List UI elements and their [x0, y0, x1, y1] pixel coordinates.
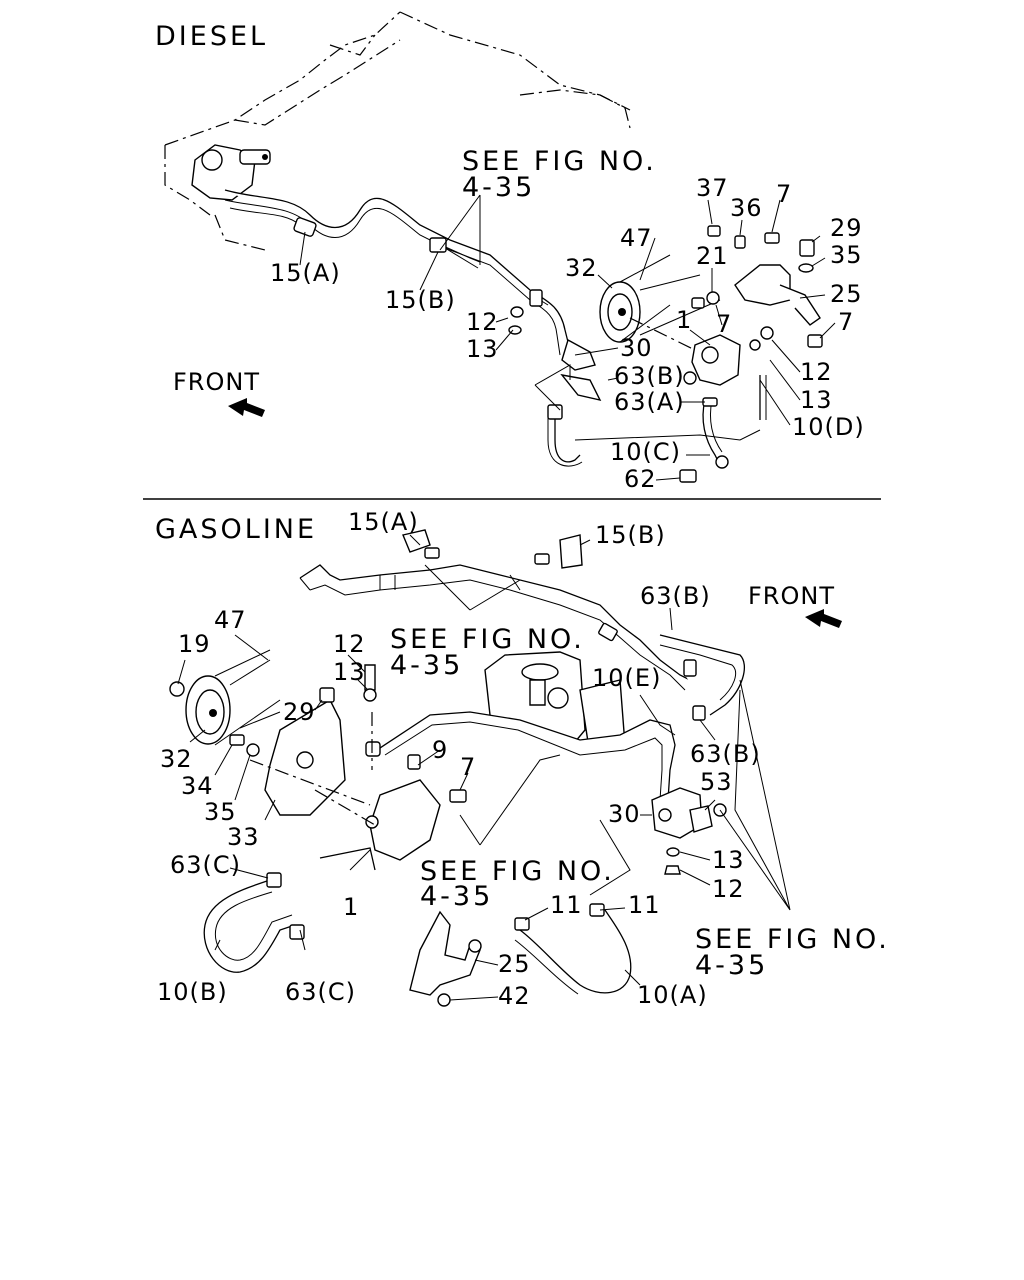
diesel-label-30: 30 — [620, 334, 653, 362]
gasoline-label-63c: 63(C) — [170, 851, 241, 879]
diesel-pump-engine — [191, 144, 271, 201]
diesel-lower-hoses — [547, 375, 767, 469]
diesel-label-62: 62 — [624, 465, 657, 493]
gasoline-label-29: 29 — [283, 698, 316, 726]
gasoline-label-7: 7 — [460, 753, 476, 781]
gasoline-label-10b: 10(B) — [157, 978, 228, 1006]
gasoline-see-fig-2-line2: 4-35 — [420, 881, 493, 912]
gasoline-label-63c-2: 63(C) — [285, 978, 356, 1006]
diesel-label-10d: 10(D) — [792, 413, 865, 441]
diesel-see-fig-line1: SEE FIG NO. — [462, 146, 657, 177]
gasoline-label-25: 25 — [498, 950, 531, 978]
diesel-label-47: 47 — [620, 224, 653, 252]
gasoline-label-9: 9 — [432, 736, 448, 764]
diesel-label-1: 1 — [676, 306, 692, 334]
gasoline-label-15b: 15(B) — [595, 521, 666, 549]
gasoline-front-arrow: FRONT — [748, 582, 842, 628]
diesel-label-29: 29 — [830, 214, 863, 242]
gasoline-label-10e: 10(E) — [592, 664, 661, 692]
diesel-label-12b: 12 — [800, 358, 833, 386]
diesel-label-7c: 7 — [838, 308, 854, 336]
gasoline-pump-assembly — [169, 649, 467, 871]
diesel-section-title: DIESEL — [155, 21, 268, 52]
diesel-section: DIESEL — [155, 11, 865, 493]
gasoline-front-label: FRONT — [748, 582, 835, 610]
diesel-label-21: 21 — [696, 242, 729, 270]
gasoline-see-fig-3-line1: SEE FIG NO. — [695, 924, 890, 955]
diesel-pump-assembly — [599, 254, 741, 386]
diesel-label-37: 37 — [696, 174, 729, 202]
gasoline-label-53: 53 — [700, 768, 733, 796]
diesel-label-63a: 63(A) — [614, 388, 685, 416]
gasoline-label-19: 19 — [178, 630, 211, 658]
gasoline-section-title: GASOLINE — [155, 514, 317, 545]
gasoline-leader-lines — [177, 534, 791, 1001]
diesel-label-13: 13 — [466, 335, 499, 363]
gasoline-lower-hoses — [203, 872, 632, 1007]
diesel-label-15b: 15(B) — [385, 286, 456, 314]
gasoline-block-30 — [651, 705, 727, 875]
gasoline-label-63b: 63(B) — [640, 582, 711, 610]
gasoline-label-63b-2: 63(B) — [690, 740, 761, 768]
gasoline-label-32: 32 — [160, 745, 193, 773]
diesel-label-25: 25 — [830, 280, 863, 308]
diesel-front-label: FRONT — [173, 368, 260, 396]
diesel-hose-lines — [224, 189, 571, 356]
gasoline-see-fig-1-line2: 4-35 — [390, 650, 463, 681]
gasoline-label-33: 33 — [227, 823, 260, 851]
diesel-front-arrow-icon — [228, 398, 265, 417]
gasoline-label-13: 13 — [712, 846, 745, 874]
diesel-label-10c: 10(C) — [610, 438, 681, 466]
diesel-label-36: 36 — [730, 194, 763, 222]
diesel-label-7a: 7 — [716, 310, 732, 338]
gasoline-section: GASOLINE — [155, 508, 890, 1010]
gasoline-label-15a: 15(A) — [348, 508, 419, 536]
diesel-engine-outline — [164, 11, 631, 251]
diesel-label-32: 32 — [565, 254, 598, 282]
gasoline-label-35: 35 — [204, 798, 237, 826]
gasoline-label-10a: 10(A) — [637, 981, 708, 1009]
diesel-label-35: 35 — [830, 241, 863, 269]
diesel-bracket — [508, 225, 823, 483]
gasoline-see-fig-2-line1: SEE FIG NO. — [420, 856, 615, 887]
gasoline-label-30: 30 — [608, 800, 641, 828]
gasoline-label-13-top: 13 — [333, 658, 366, 686]
diesel-leader-lines — [299, 194, 836, 481]
gasoline-see-fig-1-line1: SEE FIG NO. — [390, 624, 585, 655]
gasoline-hose-lines — [299, 529, 745, 716]
gasoline-label-12-top: 12 — [333, 630, 366, 658]
gasoline-see-fig-3-line2: 4-35 — [695, 950, 768, 981]
gasoline-front-arrow-icon — [805, 609, 842, 628]
diesel-see-fig-line2: 4-35 — [462, 172, 535, 203]
gasoline-label-11a: 11 — [550, 891, 583, 919]
gasoline-label-1: 1 — [343, 893, 359, 921]
diesel-label-12: 12 — [466, 308, 499, 336]
diesel-front-arrow: FRONT — [173, 368, 265, 417]
gasoline-label-34: 34 — [181, 772, 214, 800]
gasoline-hose-10e — [365, 711, 676, 801]
diesel-label-7b: 7 — [776, 180, 792, 208]
gasoline-label-42: 42 — [498, 982, 531, 1010]
gasoline-label-11b: 11 — [628, 891, 661, 919]
gasoline-label-47: 47 — [214, 606, 247, 634]
gasoline-label-12: 12 — [712, 875, 745, 903]
diesel-label-63b: 63(B) — [614, 362, 685, 390]
diesel-label-13b: 13 — [800, 386, 833, 414]
diesel-label-15a: 15(A) — [270, 259, 341, 287]
